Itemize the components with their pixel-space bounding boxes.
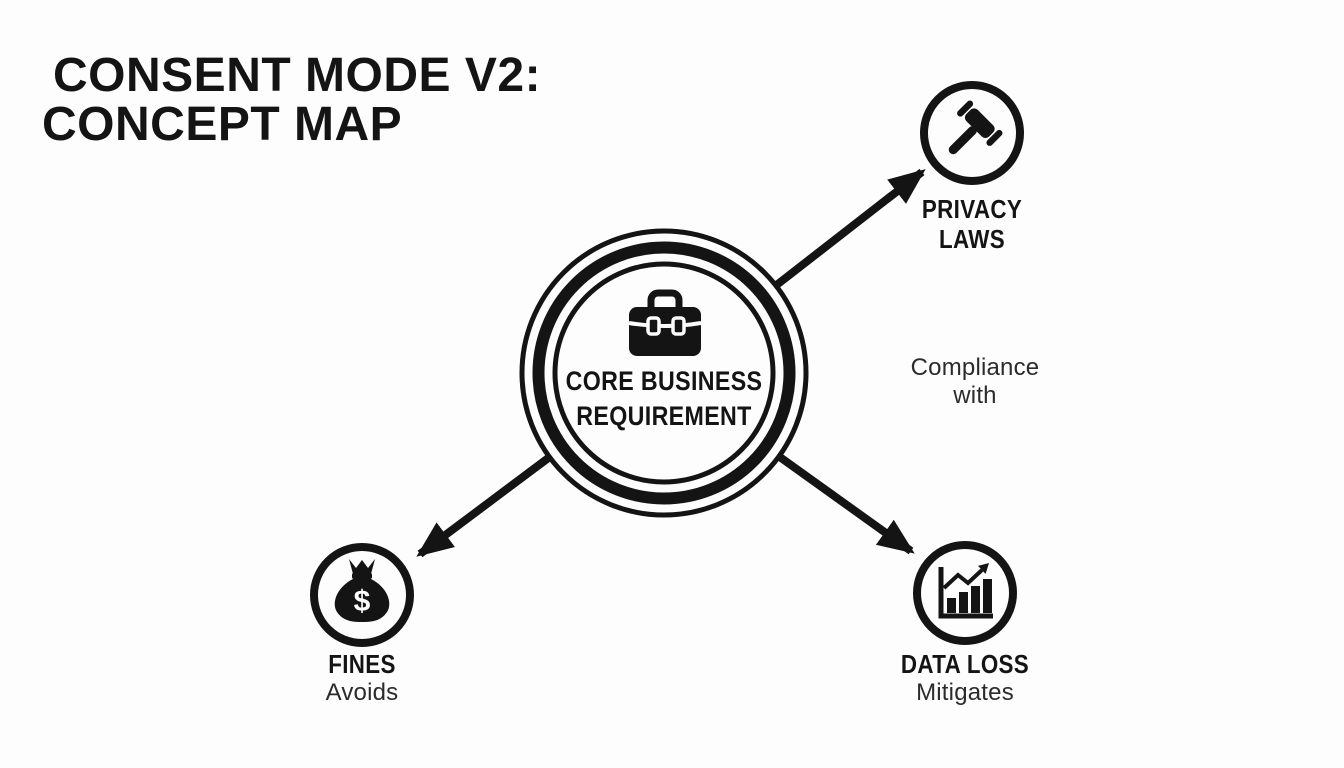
data-loss-label: DATA LOSS Mitigates (891, 649, 1040, 707)
edge-compliance-arrow (771, 168, 926, 291)
center-node-label-line-1: CORE BUSINESS (565, 366, 763, 396)
edge-avoids-arrow (416, 452, 554, 558)
fines-label-text: FINES (328, 649, 396, 679)
center-node-label-line-2: REQUIREMENT (576, 401, 752, 431)
data-loss-label-text: DATA LOSS (900, 649, 1030, 679)
center-node-label: CORE BUSINESS REQUIREMENT (550, 364, 779, 434)
node-data-loss (913, 541, 1017, 645)
center-node-disc (524, 233, 804, 513)
privacy-laws-label-line-1: PRIVACY (921, 194, 1023, 224)
center-node-outer-ring (519, 228, 809, 518)
fines-label: FINES Avoids (323, 649, 402, 707)
data-loss-circle (913, 541, 1017, 645)
page-title-line-2: CONCEPT MAP (42, 98, 403, 151)
node-privacy-laws (920, 81, 1024, 185)
privacy-laws-label-line-2: LAWS (939, 224, 1005, 254)
edge-mitigates-arrow (774, 451, 915, 555)
fines-circle (310, 543, 414, 647)
relationship-label-avoids: Avoids (325, 679, 399, 706)
page-title-line-1: CONSENT MODE V2: (53, 49, 542, 102)
relationship-label-compliance: Compliance with (910, 354, 1040, 409)
center-node (519, 228, 809, 518)
relationship-label-mitigates: Mitigates (916, 679, 1014, 706)
bar-chart-icon (938, 563, 993, 619)
center-node-thick-ring (532, 241, 796, 505)
dollar-sign: $ (354, 585, 371, 618)
money-bag-icon: $ (334, 559, 390, 622)
node-fines: $ (310, 543, 414, 647)
center-node-inner-ring (552, 261, 776, 485)
privacy-laws-label: PRIVACY LAWS (914, 194, 1030, 254)
gavel-icon (948, 100, 1003, 155)
briefcase-icon (628, 289, 702, 356)
